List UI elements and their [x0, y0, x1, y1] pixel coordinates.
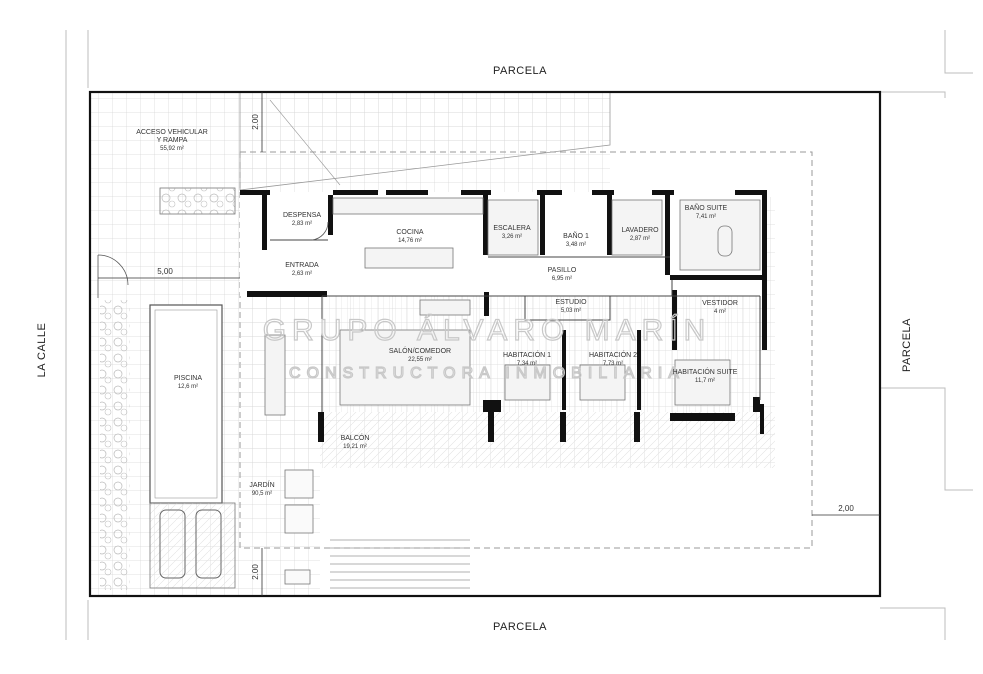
- room-area: 4 m²: [714, 309, 726, 315]
- room-name: SALÓN/COMEDOR: [389, 346, 451, 355]
- parking-bay: [149, 502, 236, 589]
- dim-street-setback: 5,00: [157, 267, 173, 276]
- room-area: 90,5 m²: [252, 491, 272, 497]
- room-name: PASILLO: [548, 267, 577, 274]
- room-name: JARDÍN: [249, 480, 274, 489]
- room-area: 55,92 m²: [160, 146, 184, 152]
- edge-label-top: PARCELA: [493, 65, 547, 77]
- room-name: ESCALERA: [493, 225, 531, 232]
- edge-label-left: LA CALLE: [36, 323, 48, 378]
- car-left: [159, 509, 186, 579]
- room-name: HABITACIÓN SUITE: [673, 367, 738, 376]
- room-area: 7,41 m²: [696, 214, 716, 220]
- dim-bottom-setback: 2.00: [251, 564, 260, 580]
- room-name: PISCINA: [174, 375, 202, 382]
- edge-label-bottom: PARCELA: [493, 621, 547, 633]
- garden-steps: [330, 539, 470, 589]
- dim-top-setback: 2.00: [251, 114, 260, 130]
- watermark-line2: CONSTRUCTORA INMOBILIARIA: [289, 365, 685, 382]
- room-name: DESPENSA: [283, 212, 321, 219]
- room-name: HABITACIÓN 2: [589, 350, 637, 359]
- room-area: 12,6 m²: [178, 384, 198, 390]
- room-name: ACCESO VEHICULAR: [136, 129, 208, 136]
- room-name: ENTRADA: [285, 262, 319, 269]
- car-right: [195, 509, 222, 579]
- interior-partitions: [270, 239, 761, 412]
- plot-boundary: [88, 90, 882, 598]
- room-area: 19,21 m²: [343, 444, 367, 450]
- room-area: 7,34 m²: [517, 361, 537, 367]
- open-ground-right: [775, 197, 880, 596]
- room-name: BALCÓN: [341, 433, 370, 442]
- room-area: 7,73 m²: [603, 361, 623, 367]
- room-area: 11,7 m²: [695, 378, 715, 384]
- open-ground: [610, 92, 880, 197]
- room-area: 3,48 m²: [566, 242, 586, 248]
- open-ground-bottom: [320, 468, 775, 596]
- room-area: 2,83 m²: [292, 221, 312, 227]
- hedge-left: [100, 300, 130, 590]
- kitchen-furniture: [159, 187, 761, 416]
- balcony-floor: [320, 412, 775, 468]
- pool-inner: [154, 309, 218, 499]
- room-name: COCINA: [396, 229, 424, 236]
- room-area: 5,03 m²: [561, 308, 581, 314]
- watermark-line1: GRUPO ÁLVARO MARÍN: [263, 314, 712, 347]
- room-area: 3,26 m²: [502, 234, 522, 240]
- room-area: 22,55 m²: [408, 357, 432, 363]
- room-name: LAVADERO: [621, 227, 659, 234]
- room-area: 14,76 m²: [398, 238, 422, 244]
- edge-label-right: PARCELA: [901, 318, 913, 372]
- garden-seating: [284, 469, 314, 585]
- room-name: ESTUDIO: [555, 299, 587, 306]
- ramp-slope-line: [269, 99, 341, 186]
- dim-right-setback: 2,00: [838, 504, 854, 513]
- walls: [240, 190, 767, 442]
- doors: [97, 221, 329, 298]
- room-name: HABITACIÓN 1: [503, 350, 551, 359]
- pool: [149, 304, 223, 504]
- context-lines: [65, 30, 973, 640]
- room-area: 2,87 m²: [630, 236, 650, 242]
- room-name: BAÑO SUITE: [685, 203, 728, 212]
- room-name: VESTIDOR: [702, 300, 738, 307]
- room-area: 2,63 m²: [292, 271, 312, 277]
- room-area: 6,95 m²: [552, 276, 572, 282]
- room-name: BAÑO 1: [563, 231, 589, 240]
- dimension-lines: [98, 92, 880, 596]
- room-name: Y RAMPA: [157, 137, 188, 144]
